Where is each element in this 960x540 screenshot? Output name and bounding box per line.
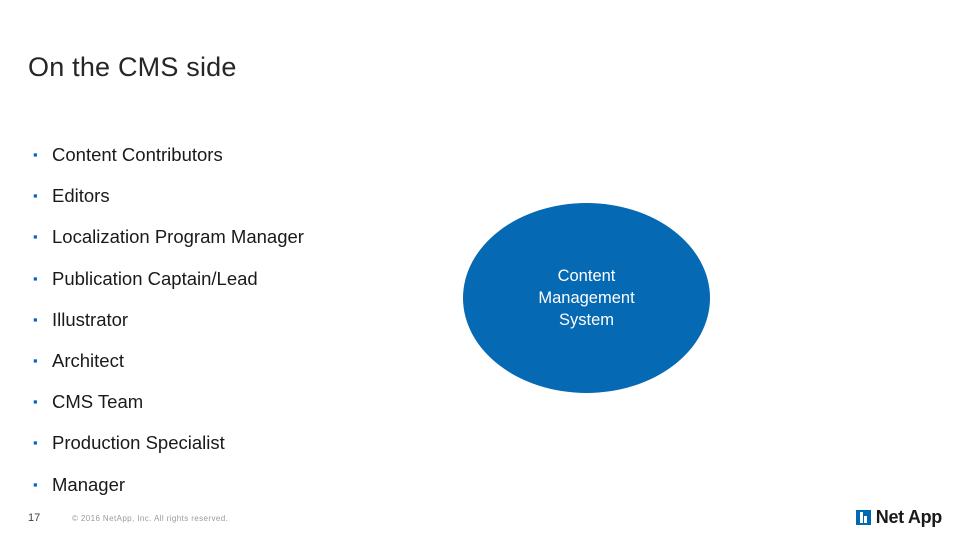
- cms-ellipse-line-1: Content: [557, 267, 616, 285]
- list-item-label: Localization Program Manager: [52, 226, 304, 248]
- cms-ellipse-shape: Content Management System: [463, 203, 710, 393]
- bullet-marker-icon: ▪: [33, 352, 38, 368]
- cms-ellipse-label: Content Management System: [463, 203, 710, 393]
- netapp-logo-icon: [855, 509, 871, 525]
- list-item-label: Content Contributors: [52, 144, 223, 165]
- list-item: ▪ Production Specialist: [28, 422, 458, 463]
- netapp-logo-text: Net App: [875, 506, 943, 527]
- list-item: ▪ Editors: [28, 175, 458, 216]
- bullet-marker-icon: ▪: [33, 435, 38, 451]
- list-item-label: CMS Team: [52, 391, 144, 413]
- list-item: ▪ Content Contributors: [28, 134, 458, 175]
- list-item-label: Editors: [52, 185, 110, 207]
- bullet-marker-icon: ▪: [33, 476, 38, 492]
- bullet-marker-icon: ▪: [33, 311, 38, 327]
- list-item-label: Illustrator: [52, 308, 129, 330]
- copyright-notice: © 2016 NetApp, Inc. All rights reserved.: [72, 514, 229, 523]
- netapp-logo: Net App: [855, 506, 943, 528]
- list-item-label: Production Specialist: [52, 432, 225, 454]
- cms-ellipse-line-2: Management: [538, 289, 635, 307]
- list-item-label: Architect: [52, 349, 124, 371]
- bullet-list: ▪ Content Contributors ▪ Editors ▪ Local…: [28, 134, 458, 505]
- slide-number: 17: [28, 512, 41, 524]
- bullet-marker-icon: ▪: [33, 394, 38, 410]
- list-item: ▪ Localization Program Manager: [28, 216, 458, 257]
- list-item-label: Manager: [52, 473, 126, 495]
- list-item: ▪ CMS Team: [28, 381, 458, 422]
- cms-ellipse-line-3: System: [558, 311, 614, 329]
- bullet-marker-icon: ▪: [33, 270, 38, 286]
- bullet-marker-icon: ▪: [33, 229, 38, 245]
- bullet-marker-icon: ▪: [33, 188, 38, 204]
- list-item: ▪ Publication Captain/Lead: [28, 258, 458, 299]
- list-item: ▪ Manager: [28, 464, 458, 505]
- bullet-marker-icon: ▪: [33, 147, 38, 162]
- page-title: On the CMS side: [28, 52, 237, 82]
- list-item-label: Publication Captain/Lead: [52, 267, 258, 289]
- list-item: ▪ Illustrator: [28, 299, 458, 340]
- list-item: ▪ Architect: [28, 340, 458, 381]
